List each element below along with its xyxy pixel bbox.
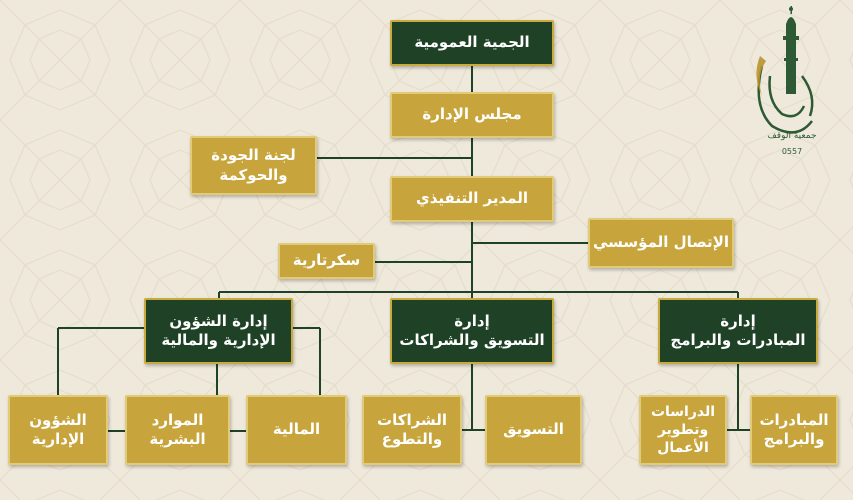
node-marketing-dept: إدارة التسويق والشراكات (390, 298, 554, 364)
node-board: مجلس الإدارة (390, 92, 554, 138)
node-executive-director: المدير التنفيذي (390, 176, 554, 222)
node-human-resources: الموارد البشرية (125, 395, 230, 465)
mosque-minaret-calligraphy-logo-icon: جمعية الوقف 0557 (756, 6, 817, 156)
node-general-assembly: الجمية العمومية (390, 20, 554, 66)
node-admin-affairs: الشؤون الإدارية (8, 395, 108, 465)
node-initiatives-dept: إدارة المبادرات والبرامج (658, 298, 818, 364)
logo-text: جمعية الوقف (767, 131, 816, 141)
node-partnerships: الشراكات والتطوع (362, 395, 462, 465)
node-marketing: التسويق (485, 395, 582, 465)
node-quality-committee: لجنة الجودة والحوكمة (190, 136, 317, 195)
node-finance: المالية (246, 395, 347, 465)
node-admin-finance-dept: إدارة الشؤون الإدارية والمالية (144, 298, 293, 364)
node-studies: الدراسات وتطوير الأعمال (639, 395, 727, 465)
node-initiatives: المبادرات والبرامج (750, 395, 838, 465)
node-corporate-communication: الإتصال المؤسسي (588, 218, 734, 268)
logo-phone: 0557 (782, 147, 802, 156)
node-secretariat: سكرتارية (278, 243, 375, 279)
